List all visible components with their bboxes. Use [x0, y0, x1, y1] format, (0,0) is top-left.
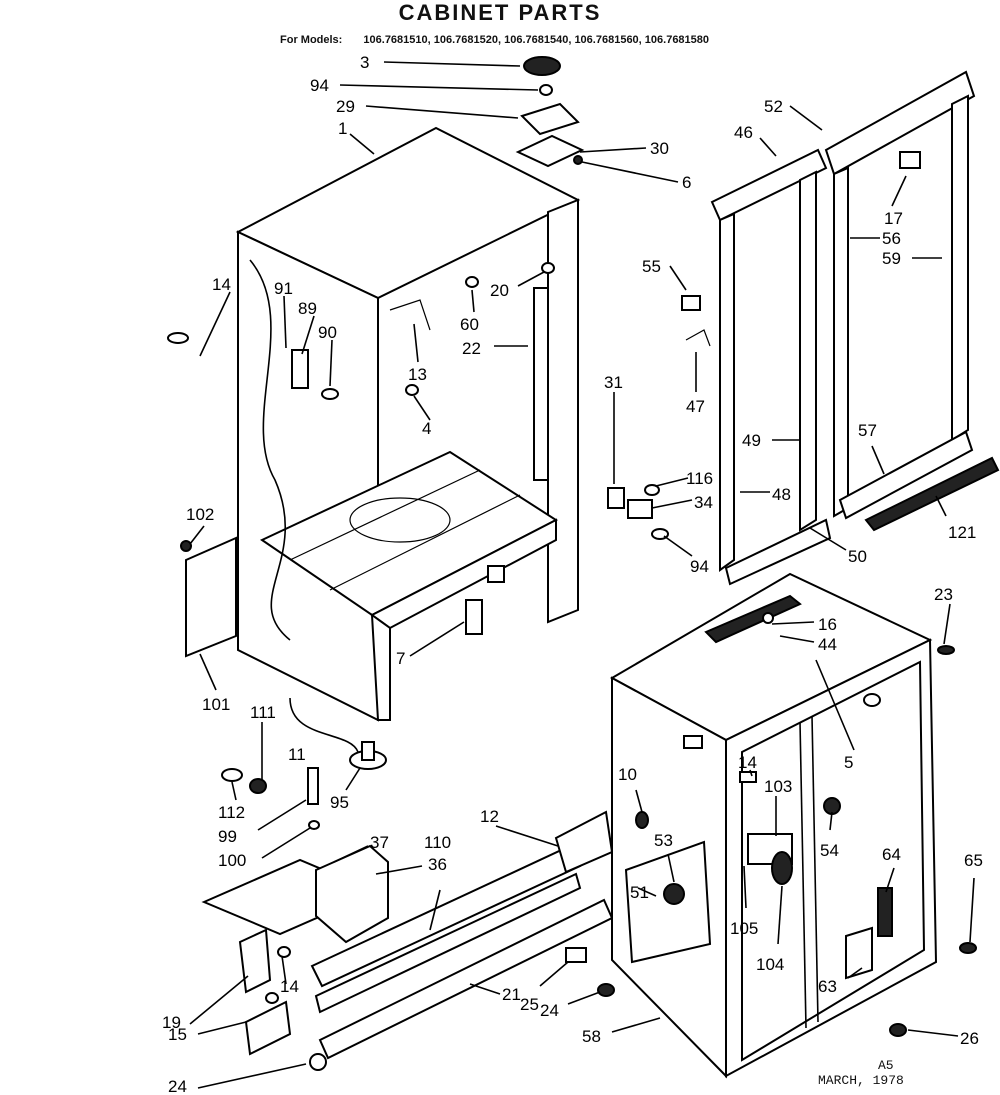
callout: 14: [280, 977, 299, 996]
callout: 64: [882, 845, 901, 864]
callout: 36: [428, 855, 447, 874]
callout: 58: [582, 1027, 601, 1046]
callout: 91: [274, 279, 293, 298]
callout: 25: [520, 995, 539, 1014]
callout: 50: [848, 547, 867, 566]
upper-cabinet-frame: [235, 126, 581, 722]
callout: 111: [250, 703, 276, 722]
models-label: For Models:: [280, 34, 343, 46]
callout: 34: [694, 493, 713, 512]
leader-lines: [189, 61, 975, 1089]
top-hinge-parts: [515, 56, 585, 168]
callout-labels: 3 94 29 1 30 6 52 46 17 56 59 14 91 89 9…: [162, 53, 983, 1095]
callout: 105: [730, 919, 758, 938]
callout: 95: [330, 793, 349, 812]
callout: 5: [844, 753, 853, 772]
footer-code: A5: [878, 1058, 894, 1073]
callout: 112: [218, 803, 245, 822]
callout: 12: [480, 807, 499, 826]
callout: 56: [882, 229, 901, 248]
callout: 55: [642, 257, 661, 276]
callout: 22: [462, 339, 481, 358]
callout: 6: [682, 173, 691, 192]
left-small-parts: [167, 262, 555, 830]
callout: 48: [772, 485, 791, 504]
callout: 30: [650, 139, 669, 158]
callout: 15: [168, 1025, 187, 1044]
callout: 23: [934, 585, 953, 604]
callout: 26: [960, 1029, 979, 1048]
callout: 14: [738, 753, 757, 772]
callout: 59: [882, 249, 901, 268]
callout: 10: [618, 765, 637, 784]
callout: 1: [338, 119, 347, 138]
models-line: For Models: 106.7681510, 106.7681520, 10…: [280, 34, 727, 46]
callout: 65: [964, 851, 983, 870]
callout: 14: [212, 275, 231, 294]
page-title: CABINET PARTS: [398, 0, 602, 25]
callout: 104: [756, 955, 784, 974]
callout: 99: [218, 827, 237, 846]
callout: 24: [540, 1001, 559, 1020]
callout: 4: [422, 419, 431, 438]
callout: 49: [742, 431, 761, 450]
callout: 103: [764, 777, 792, 796]
callout: 20: [490, 281, 509, 300]
callout: 16: [818, 615, 837, 634]
callout: 54: [820, 841, 839, 860]
callout: 116: [686, 469, 713, 488]
callout: 17: [884, 209, 903, 228]
callout: 63: [818, 977, 837, 996]
door-liners: [607, 70, 1000, 586]
callout: 53: [654, 831, 673, 850]
callout: 100: [218, 851, 246, 870]
callout: 101: [202, 695, 230, 714]
callout: 31: [604, 373, 623, 392]
callout: 89: [298, 299, 317, 318]
callout: 57: [858, 421, 877, 440]
bottom-grille-parts: [201, 810, 615, 1071]
callout: 37: [370, 833, 389, 852]
callout: 94: [690, 557, 709, 576]
callout: 44: [818, 635, 837, 654]
callout: 51: [630, 883, 649, 902]
callout: 21: [502, 985, 521, 1004]
footer: A5 MARCH, 1978: [818, 1058, 904, 1088]
callout: 94: [310, 76, 329, 95]
callout: 52: [764, 97, 783, 116]
callout: 19: [162, 1013, 181, 1032]
footer-date: MARCH, 1978: [818, 1073, 904, 1088]
callout: 13: [408, 365, 427, 384]
models-list: 106.7681510, 106.7681520, 106.7681540, 1…: [363, 34, 710, 46]
callout: 46: [734, 123, 753, 142]
callout: 47: [686, 397, 705, 416]
callout: 121: [948, 523, 976, 542]
callout: 7: [396, 649, 405, 668]
callout: 90: [318, 323, 337, 342]
callout: 60: [460, 315, 479, 334]
lower-cabinet: [609, 572, 977, 1079]
callout: 110: [424, 833, 451, 852]
callout: 102: [186, 505, 214, 524]
callout: 24: [168, 1077, 187, 1095]
callout: 11: [288, 745, 306, 764]
callout: 3: [360, 53, 369, 72]
callout: 29: [336, 97, 355, 116]
